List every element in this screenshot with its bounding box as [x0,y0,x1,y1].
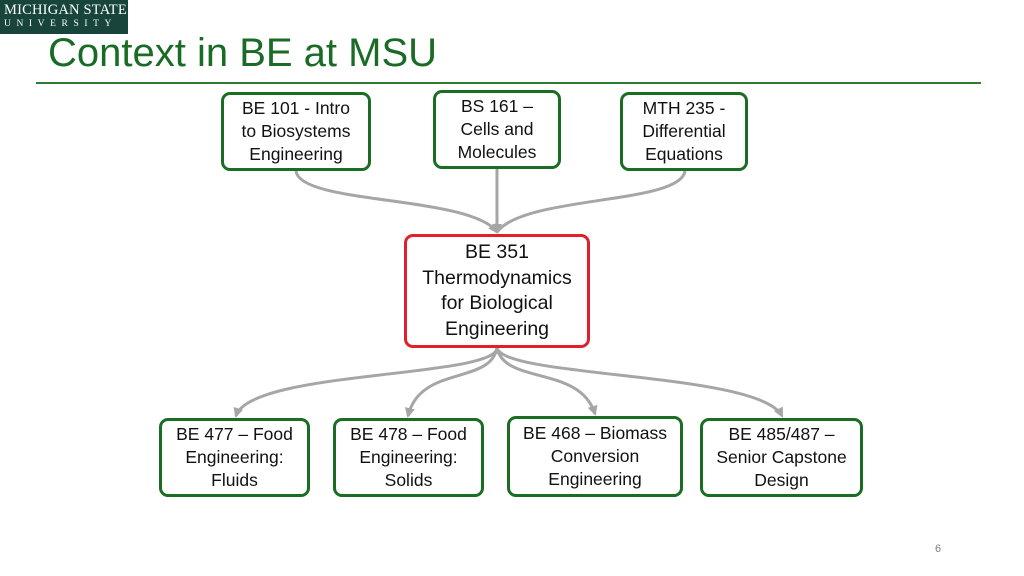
course-box-be477: BE 477 – Food Engineering: Fluids [159,418,310,497]
course-box-be478: BE 478 – Food Engineering: Solids [333,418,484,497]
course-box-be485-487: BE 485/487 – Senior Capstone Design [700,418,863,497]
course-box-bs161: BS 161 – Cells and Molecules [433,90,561,169]
course-box-be101: BE 101 - Intro to Biosystems Engineering [221,92,371,171]
msu-logo: MICHIGAN STATE UNIVERSITY [0,0,128,34]
connector-mth235-to-be351 [495,170,687,233]
logo-wordmark: MICHIGAN STATE [4,2,127,18]
logo-subline: UNIVERSITY [4,19,117,29]
connector-be351-to-be478 [404,347,499,418]
connector-be351-to-be477 [233,347,499,418]
page-number: 6 [935,543,942,555]
slide-title: Context in BE at MSU [48,31,438,75]
course-box-be468: BE 468 – Biomass Conversion Engineering [507,416,683,497]
connector-be351-to-be485 [495,347,784,418]
title-divider [36,82,981,84]
connector-be101-to-be351 [294,170,499,234]
course-box-mth235: MTH 235 - Differential Equations [620,92,748,171]
connector-be351-to-be468 [495,347,598,416]
course-box-be351: BE 351 Thermodynamics for Biological Eng… [404,234,590,348]
